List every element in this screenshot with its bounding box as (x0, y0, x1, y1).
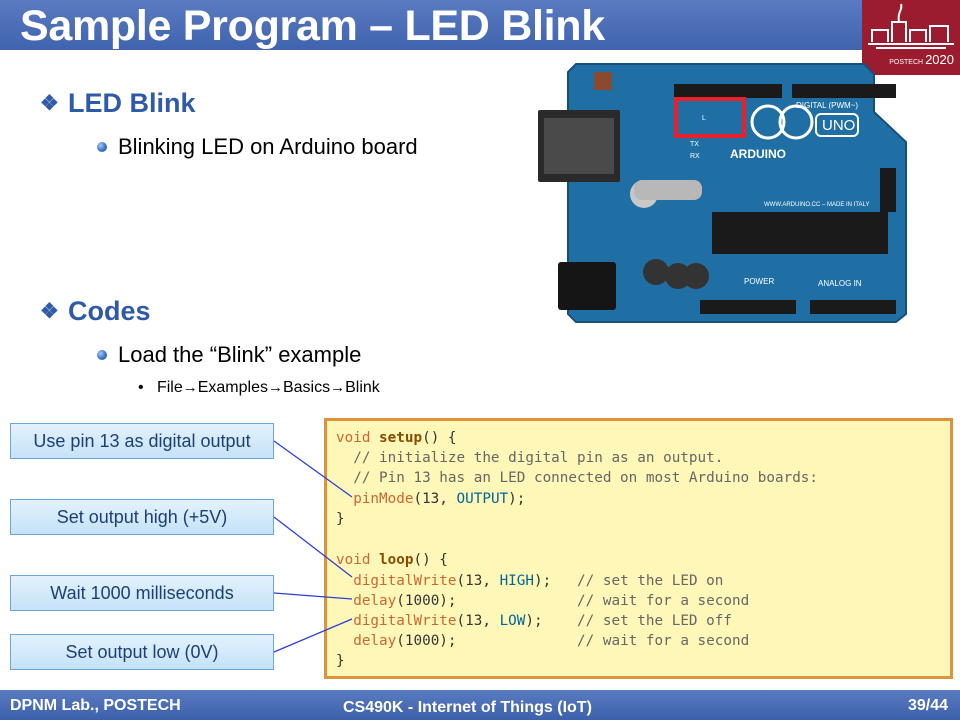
board-led-rx: RX (690, 153, 700, 160)
annotation-wait: Wait 1000 milliseconds (10, 575, 274, 611)
code-line: void loop() { (336, 552, 448, 568)
diamond-bullet-icon: ❖ (40, 300, 59, 323)
diamond-bullet-icon: ❖ (40, 92, 59, 115)
code-line: } (336, 511, 345, 527)
arrow-icon: → (182, 379, 198, 396)
bullet-dot-icon (97, 350, 107, 360)
board-analog-label: ANALOG IN (818, 279, 862, 288)
bullet-dot-icon (97, 142, 107, 152)
board-power-label: POWER (744, 277, 774, 286)
code-line: } (336, 653, 345, 669)
code-line: delay(1000); // wait for a second (336, 633, 750, 649)
arduino-board-image: UNO ARDUINO DIGITAL (PWM~) ANALOG IN POW… (538, 63, 907, 323)
board-url-text: WWW.ARDUINO.CC – MADE IN ITALY (764, 202, 869, 208)
annotation-pin-output: Use pin 13 as digital output (10, 423, 274, 459)
code-line: // initialize the digital pin as an outp… (336, 450, 724, 466)
annotation-output-low: Set output low (0V) (10, 634, 274, 670)
small-bullet-icon: • (138, 379, 144, 396)
title-bar: Sample Program – LED Blink (0, 0, 862, 50)
code-line: pinMode(13, OUTPUT); (336, 491, 526, 507)
annotation-output-high: Set output high (+5V) (10, 499, 274, 535)
board-digital-label: DIGITAL (PWM~) (796, 101, 858, 110)
board-model-text: UNO (822, 117, 855, 134)
logo-emblem-icon (868, 3, 954, 49)
footer-bar: DPNM Lab., POSTECH CS490K - Internet of … (0, 690, 960, 720)
bullet-text: Blinking LED on Arduino board (118, 134, 418, 159)
slide-title: Sample Program – LED Blink (20, 2, 605, 50)
code-line: // Pin 13 has an LED connected on most A… (336, 470, 819, 486)
board-brand-text: ARDUINO (730, 147, 786, 161)
footer-left: DPNM Lab., POSTECH (10, 697, 181, 714)
section-heading-codes: ❖Codes (40, 296, 151, 326)
led-highlight-box (674, 97, 746, 138)
code-panel: void setup() { // initialize the digital… (324, 418, 953, 679)
code-line: digitalWrite(13, HIGH); // set the LED o… (336, 573, 724, 589)
page-number: 39/44 (907, 697, 948, 714)
code-line: delay(1000); // wait for a second (336, 593, 750, 609)
bullet-text: Load the “Blink” example (118, 342, 362, 367)
footer-center: CS490K - Internet of Things (IoT) (343, 699, 592, 716)
code-line: void setup() { (336, 430, 457, 446)
code-line: digitalWrite(13, LOW); // set the LED of… (336, 613, 732, 629)
section-heading-led-blink: ❖LED Blink (40, 88, 196, 118)
menu-path: • File→Examples→Basics→Blink (138, 379, 380, 396)
arrow-icon: → (330, 379, 346, 396)
board-led-tx: TX (690, 141, 699, 148)
board-led-l: L (702, 115, 706, 122)
arrow-icon: → (267, 379, 283, 396)
